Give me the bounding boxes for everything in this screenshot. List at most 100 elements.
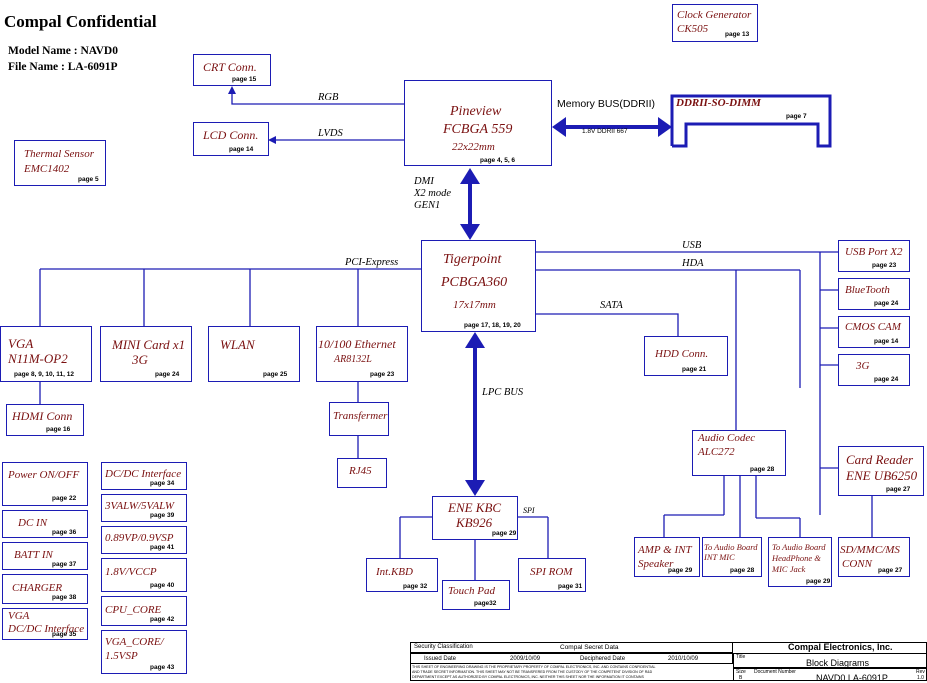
rgb-label: RGB xyxy=(318,92,339,103)
audio-board-jack-label: To Audio Board xyxy=(772,542,826,552)
cpu-core-page: page 42 xyxy=(150,616,175,623)
lcd-conn-block xyxy=(193,122,269,156)
dmi-mode-label: X2 mode xyxy=(414,188,452,199)
sata-line xyxy=(536,313,679,336)
bluetooth-page: page 24 xyxy=(874,300,899,307)
deciphered-value: 2010/10/09 xyxy=(668,656,699,662)
company-label: Compal Electronics, Inc. xyxy=(788,642,893,652)
rev-label: Rev xyxy=(916,669,925,675)
amp-speaker-sub: Speaker xyxy=(638,558,674,570)
thermal-sensor-block xyxy=(14,140,106,186)
vp089-label: 0.89VP/0.9VSP xyxy=(105,532,174,544)
vga-dcdc-sub: DC/DC Interface xyxy=(8,623,85,635)
vga-dcdc-block xyxy=(2,608,88,640)
file-name: File Name : LA-6091P xyxy=(8,61,118,73)
card-reader-block xyxy=(838,446,924,496)
deciphered-label: Deciphered Date xyxy=(580,656,626,662)
touch-pad-label: Touch Pad xyxy=(448,585,495,597)
ethernet-label: 10/100 Ethernet xyxy=(318,337,396,351)
crt-conn-label: CRT Conn. xyxy=(203,60,257,74)
int-kbd-block xyxy=(366,558,438,592)
audio-board-jack-page: page 29 xyxy=(806,578,831,585)
vccp-page: page 40 xyxy=(150,582,175,589)
bluetooth-label: BlueTooth xyxy=(845,284,890,296)
ddr-dimm-page: page 7 xyxy=(786,113,807,120)
kbc-part: KB926 xyxy=(456,515,493,530)
tigerpoint-label: Tigerpoint xyxy=(443,252,502,267)
spi-label: SPI xyxy=(523,506,535,515)
audio-codec-part: ALC272 xyxy=(698,446,735,458)
sd-mmc-conn-sub: CONN xyxy=(842,558,872,570)
pineview-label: Pineview xyxy=(450,104,502,119)
wlan-label: WLAN xyxy=(220,337,255,352)
ddr-dimm-shape xyxy=(670,94,832,148)
pineview-package: FCBGA 559 xyxy=(443,122,513,137)
cpu-core-block xyxy=(101,596,187,626)
audio-board-mic-sub: INT MIC xyxy=(704,552,735,562)
charger-label: CHARGER xyxy=(12,582,63,594)
vp089-page: page 41 xyxy=(150,544,175,551)
valw-label: 3VALW/5VALW xyxy=(105,500,175,512)
ethernet-part: AR8132L xyxy=(334,354,372,365)
vp089-block xyxy=(101,526,187,554)
hdmi-conn-label: HDMI Conn xyxy=(12,409,73,423)
dcdc-interface-page: page 34 xyxy=(150,480,175,487)
hdmi-conn-page: page 16 xyxy=(46,426,71,433)
int-kbd-page: page 32 xyxy=(403,583,428,590)
vga-page: page 8, 9, 10, 11, 12 xyxy=(14,371,74,378)
power-on-off-page: page 22 xyxy=(52,495,77,502)
ddr-dimm-label: DDRII-SO-DIMM xyxy=(676,97,761,109)
vga-core-label: VGA_CORE/ xyxy=(105,636,164,648)
wlan-block xyxy=(208,326,300,382)
usb-port-page: page 23 xyxy=(872,262,897,269)
3g-block xyxy=(838,354,910,386)
lpc-bus-label: LPC BUS xyxy=(482,387,524,398)
dc-in-page: page 36 xyxy=(52,529,77,536)
mini-card-sub: 3G xyxy=(132,352,148,367)
transformer-block xyxy=(329,402,389,436)
secret-label: Compal Secret Data xyxy=(560,644,619,651)
rj45-label: RJ45 xyxy=(349,465,372,477)
usb-label: USB xyxy=(682,240,702,251)
card-reader-page: page 27 xyxy=(886,486,911,493)
cmos-cam-page: page 14 xyxy=(874,338,899,345)
audio-board-jack-sub: HeadPhone & xyxy=(772,553,821,563)
crt-conn-block xyxy=(193,54,271,86)
amp-speaker-page: page 29 xyxy=(668,567,693,574)
tigerpoint-size: 17x17mm xyxy=(453,299,496,311)
model-name: Model Name : NAVD0 xyxy=(8,45,118,57)
rgb-line xyxy=(228,86,404,105)
clock-generator-label: Clock Generator xyxy=(677,9,752,21)
dcdc-interface-block xyxy=(101,462,187,490)
lvds-label: LVDS xyxy=(318,128,343,139)
batt-in-page: page 37 xyxy=(52,561,77,568)
spi-rom-label: SPI ROM xyxy=(530,566,573,578)
audio-board-mic-label: To Audio Board xyxy=(704,542,758,552)
valw-block xyxy=(101,494,187,522)
usb-port-block xyxy=(838,240,910,272)
sata-label: SATA xyxy=(600,300,623,311)
memory-bus-label: Memory BUS(DDRII) xyxy=(557,98,656,110)
vga-core-sub: 1.5VSP xyxy=(105,650,138,662)
wlan-page: page 25 xyxy=(263,371,288,378)
dmi-gen-label: GEN1 xyxy=(414,200,441,211)
title-field-label: Title xyxy=(736,654,746,660)
thermal-sensor-part: EMC1402 xyxy=(24,163,70,175)
pineview-page: page 4, 5, 6 xyxy=(480,157,516,164)
rev-value: 1.0 xyxy=(917,675,924,681)
ethernet-page: page 23 xyxy=(370,371,395,378)
title-block-row1 xyxy=(410,642,733,653)
hdd-conn-page: page 21 xyxy=(682,366,707,373)
kbc-block xyxy=(432,496,518,540)
size-label: Size xyxy=(736,669,746,675)
audio-board-jack-sub2: MIC Jack xyxy=(772,564,806,574)
hdd-conn-label: HDD Conn. xyxy=(655,348,709,360)
pcie-label: PCI-Express xyxy=(345,257,399,268)
tigerpoint-block xyxy=(421,240,536,332)
power-on-off-block xyxy=(2,462,88,506)
power-on-off-label: Power ON/OFF xyxy=(8,469,80,481)
bluetooth-block xyxy=(838,278,910,310)
title-block-row2 xyxy=(410,653,733,664)
mini-card-block xyxy=(100,326,192,382)
